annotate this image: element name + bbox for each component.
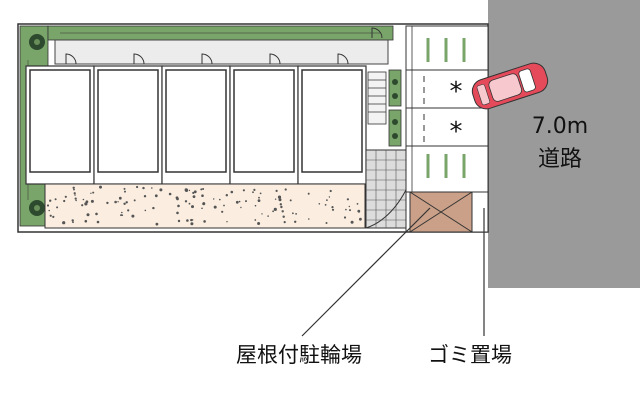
unit-2 (93, 65, 163, 185)
unit-1 (25, 65, 95, 185)
covered-bicycle-parking (409, 191, 473, 233)
stone-path (365, 149, 407, 229)
parking-space-mark: * (450, 77, 463, 107)
apartment-building (25, 65, 367, 185)
tree-icon (29, 34, 45, 216)
door-icon (65, 27, 383, 65)
road-name-label: 道路 (538, 147, 582, 172)
bicycle-parking-label: 屋根付駐輪場 (236, 343, 362, 367)
road (488, 0, 640, 288)
unit-5 (297, 65, 367, 185)
unit-3 (161, 65, 231, 185)
parking-bumper (426, 38, 466, 178)
unit-4 (229, 65, 299, 185)
leader-line-bicycle-parking (301, 207, 431, 337)
parking-lot: * * (405, 25, 489, 232)
tree-icon (392, 79, 398, 139)
parking-space-mark: * (450, 117, 463, 147)
road-width-label: 7.0m (532, 114, 588, 139)
garbage-area (471, 191, 489, 233)
planting-strip (388, 69, 402, 147)
staircase (367, 71, 387, 125)
walkway (54, 39, 389, 65)
garbage-area-label: ゴミ置場 (428, 343, 512, 367)
car-icon (471, 62, 549, 110)
gravel-texture (46, 185, 362, 226)
